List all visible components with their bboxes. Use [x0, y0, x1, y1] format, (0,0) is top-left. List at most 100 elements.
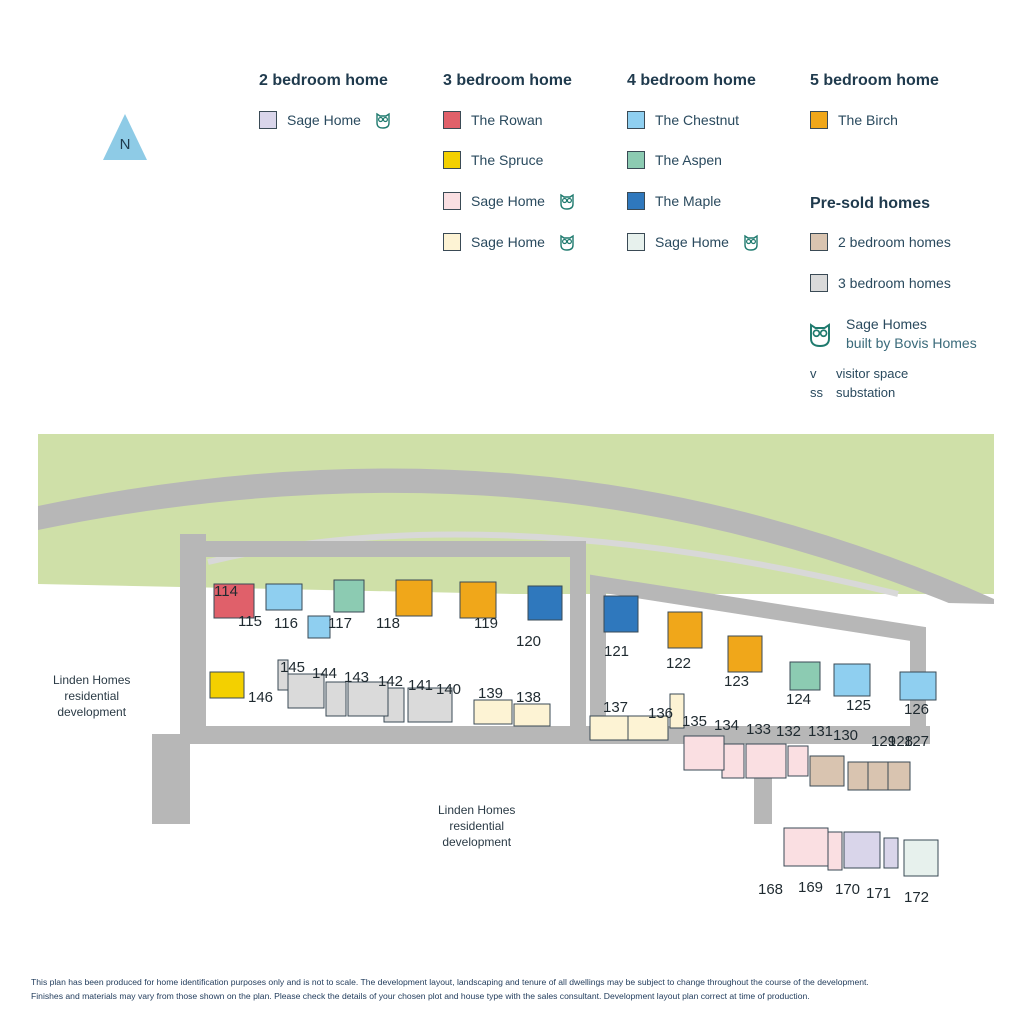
- plot-121-house[interactable]: [603, 595, 639, 633]
- legend-item-chestnut: The Chestnut: [627, 111, 739, 129]
- label-line: Linden Homes: [438, 803, 516, 817]
- plot-144-house[interactable]: [287, 673, 325, 709]
- plot-129-house[interactable]: [847, 761, 869, 791]
- plot-124-house[interactable]: [789, 661, 821, 691]
- plot-135-house[interactable]: [669, 693, 685, 729]
- plot-119-label: 119: [474, 615, 498, 632]
- plot-133-label: 133: [746, 721, 771, 738]
- swatch: [810, 233, 828, 251]
- label-line: residential: [449, 819, 505, 833]
- plot-168-house[interactable]: [783, 827, 829, 867]
- plot-169-label: 169: [798, 879, 823, 896]
- plot-127-house[interactable]: [885, 761, 911, 791]
- plot-130-house[interactable]: [809, 755, 845, 787]
- plot-170-label: 170: [835, 881, 860, 898]
- legend-label: Sage Home: [471, 193, 545, 209]
- plot-118-house[interactable]: [395, 579, 433, 617]
- legend-item-spruce: The Spruce: [443, 151, 543, 169]
- plot-140-house[interactable]: [407, 687, 453, 723]
- legend-label: The Spruce: [471, 152, 544, 168]
- plot-119-house[interactable]: [459, 581, 497, 619]
- plot-136-house[interactable]: [627, 715, 669, 741]
- plot-132-label: 132: [776, 723, 801, 740]
- plot-143-label: 143: [344, 669, 369, 686]
- plot-139-label: 139: [478, 685, 503, 702]
- label-line: Linden Homes: [53, 673, 131, 687]
- plot-120-house[interactable]: [527, 585, 563, 621]
- plot-172-house[interactable]: [903, 839, 939, 877]
- plot-130-label: 130: [833, 727, 858, 744]
- label-linden-west: Linden Homes residential development: [53, 672, 130, 720]
- plot-139-house[interactable]: [473, 699, 513, 725]
- plot-138-house[interactable]: [513, 703, 551, 727]
- plot-143-house[interactable]: [325, 681, 347, 717]
- label-line: development: [442, 835, 512, 849]
- plot-170-house[interactable]: [843, 831, 881, 869]
- plot-144-label: 144: [312, 665, 337, 682]
- plot-116-house[interactable]: [307, 615, 331, 639]
- plot-142-house[interactable]: [347, 681, 389, 717]
- label-line: residential: [64, 689, 120, 703]
- north-label: N: [120, 136, 131, 153]
- disclaimer-line2: Finishes and materials may vary from tho…: [31, 991, 810, 1001]
- legend-label: Sage Home: [287, 112, 361, 128]
- plot-141-label: 141: [408, 677, 433, 694]
- plot-126-house[interactable]: [899, 671, 937, 701]
- plot-115-house[interactable]: [265, 583, 303, 611]
- legend-label: The Rowan: [471, 112, 543, 128]
- legend-item-sage-4bed: Sage Home: [627, 233, 759, 251]
- plot-146-label: 146: [248, 689, 273, 706]
- plot-135-label: 135: [682, 713, 707, 730]
- spine-road: [190, 726, 930, 744]
- plot-145-label: 145: [280, 659, 305, 676]
- legend-item-rowan: The Rowan: [443, 111, 543, 129]
- plot-128-label: 128: [888, 733, 913, 750]
- plot-133-house[interactable]: [721, 743, 745, 779]
- swatch: [627, 111, 645, 129]
- swatch: [627, 233, 645, 251]
- legend-label: The Aspen: [655, 152, 722, 168]
- plot-134-house[interactable]: [683, 735, 725, 771]
- plot-136-label: 136: [648, 705, 673, 722]
- plot-132-house[interactable]: [745, 743, 787, 779]
- plot-114-house[interactable]: [213, 583, 255, 619]
- plot-129-label: 129: [871, 733, 896, 750]
- plot-168-label: 168: [758, 881, 783, 898]
- legend-label: The Chestnut: [655, 112, 740, 128]
- owl-icon: [376, 112, 390, 129]
- plot-125-label: 125: [846, 697, 871, 714]
- legend-label: The Maple: [655, 193, 722, 209]
- plot-131-house[interactable]: [787, 745, 809, 777]
- plot-171-house[interactable]: [883, 837, 899, 869]
- plot-123-house[interactable]: [727, 635, 763, 673]
- plot-146-house[interactable]: [209, 671, 245, 699]
- plot-142-label: 142: [378, 673, 403, 690]
- plot-121-label: 121: [604, 643, 629, 660]
- plot-172-label: 172: [904, 889, 929, 906]
- plot-138-label: 138: [516, 689, 541, 706]
- swatch: [443, 233, 461, 251]
- swatch: [443, 111, 461, 129]
- plot-117-label: 117: [328, 615, 352, 632]
- legend-label: Sage Home: [655, 234, 729, 250]
- plot-131-label: 131: [808, 723, 833, 740]
- plot-122-house[interactable]: [667, 611, 703, 649]
- plot-117-house[interactable]: [333, 579, 365, 613]
- plot-125-house[interactable]: [833, 663, 871, 697]
- plot-145-house[interactable]: [277, 659, 289, 691]
- owl-icon: [810, 323, 830, 347]
- plot-120-label: 120: [516, 633, 541, 650]
- plot-128-house[interactable]: [867, 761, 889, 791]
- legend-title-4bed: 4 bedroom home: [627, 72, 756, 89]
- plot-169-house[interactable]: [827, 831, 843, 871]
- plot-140-label: 140: [436, 681, 461, 698]
- label-line: development: [57, 705, 127, 719]
- plot-118-label: 118: [376, 615, 400, 632]
- legend-item-sage-3bed-a: Sage Home: [443, 192, 575, 210]
- disclaimer: This plan has been produced for home ide…: [31, 975, 991, 1003]
- legend-label: 3 bedroom homes: [838, 275, 951, 291]
- plot-137-house[interactable]: [589, 715, 629, 741]
